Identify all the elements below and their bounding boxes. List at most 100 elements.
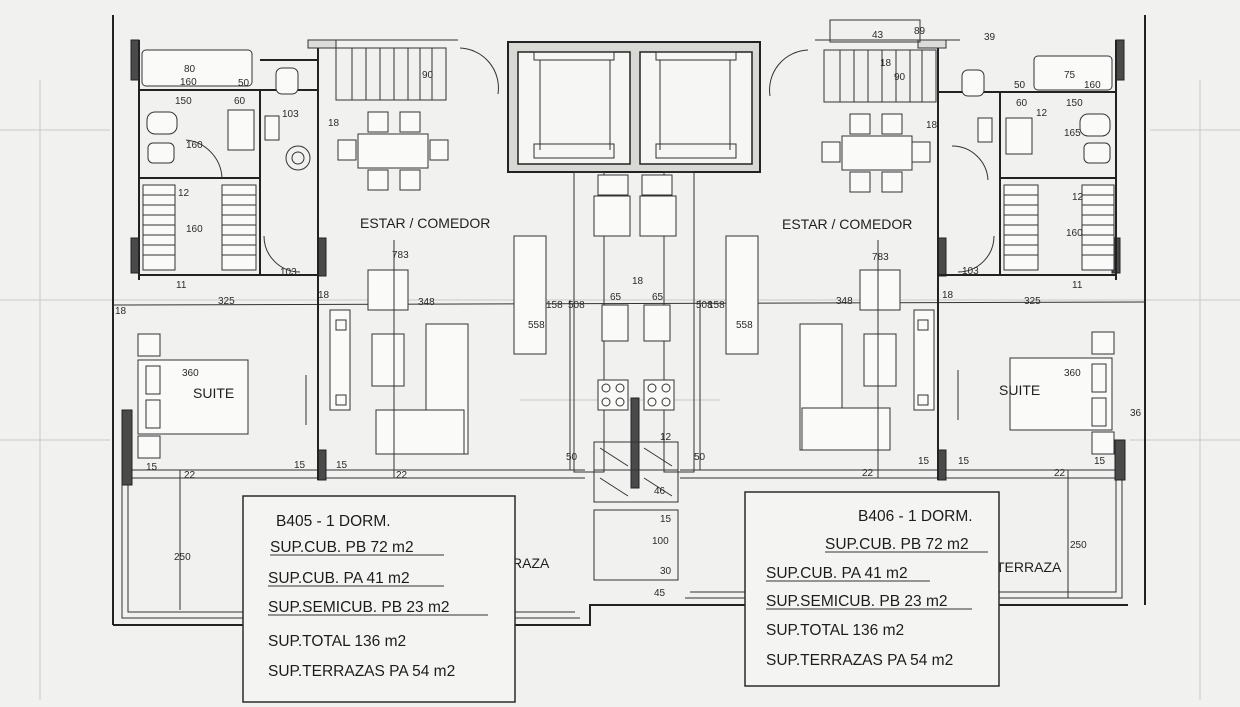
unit-line-b405-2: SUP.CUB. PA 41 m2 [268, 570, 410, 587]
unit-line-b406-1: SUP.CUB. PB 72 m2 [825, 536, 969, 553]
unit-line-b406-2: SUP.CUB. PA 41 m2 [766, 565, 908, 582]
unit-info-box-b406: B406 - 1 DORM. SUP.CUB. PB 72 m2 SUP.CUB… [744, 491, 1000, 687]
left-suite-bed [137, 333, 249, 459]
dim-label: 360 [1064, 368, 1081, 379]
background-ghost-lines [0, 80, 1240, 700]
dim-label: 12 [1072, 192, 1084, 203]
right-living-furniture [799, 269, 959, 451]
dim-label: 11 [176, 280, 187, 291]
center-core [507, 41, 761, 173]
unit-line-b405-1: SUP.CUB. PB 72 m2 [270, 539, 414, 556]
dim-label: 103 [280, 267, 297, 278]
dim-label: 89 [914, 26, 926, 37]
dim-label: 103 [282, 109, 299, 120]
unit-line-b406-4: SUP.TOTAL 136 m2 [766, 622, 904, 639]
dim-label: 12 [660, 432, 672, 443]
dim-label: 325 [1024, 296, 1041, 307]
dim-label: 43 [872, 30, 884, 41]
dim-label: 18 [632, 276, 644, 287]
center-stove-and-counters [513, 171, 759, 581]
unit-line-b406-5: SUP.TERRAZAS PA 54 m2 [766, 652, 953, 669]
dim-label: 15 [1094, 456, 1106, 467]
left-closets [142, 184, 257, 271]
room-label-suite-left: SUITE [193, 385, 234, 401]
dim-label: 160 [186, 140, 203, 151]
dim-label: 160 [1066, 228, 1083, 239]
dim-label: 60 [234, 96, 246, 107]
dim-label: 348 [836, 296, 853, 307]
dim-label: 15 [918, 456, 930, 467]
dim-label: 250 [174, 552, 191, 563]
dim-label: 45 [654, 588, 666, 599]
right-stairs [769, 19, 937, 103]
dim-label: 15 [660, 514, 672, 525]
dim-label: 75 [1064, 70, 1076, 81]
left-living-furniture [305, 269, 469, 455]
unit-line-b405-5: SUP.TERRAZAS PA 54 m2 [268, 663, 455, 680]
unit-info-box-b405: B405 - 1 DORM. SUP.CUB. PB 72 m2 SUP.CUB… [242, 495, 516, 703]
dim-label: 30 [660, 566, 672, 577]
unit-line-b405-4: SUP.TOTAL 136 m2 [268, 633, 406, 650]
dim-label: 50 [1014, 80, 1026, 91]
dim-label: 15 [146, 462, 158, 473]
dim-label: 18 [115, 306, 127, 317]
dim-label: 348 [418, 297, 435, 308]
dim-label: 46 [654, 486, 666, 497]
dim-label: 22 [1054, 468, 1066, 479]
dim-label: 36 [1130, 408, 1142, 419]
dim-label: 65 [652, 292, 664, 303]
dim-label: 160 [180, 77, 197, 88]
room-label-terraza-right: TERRAZA [996, 559, 1062, 575]
dim-label: 22 [396, 470, 408, 481]
dim-label: 508 [696, 300, 713, 311]
right-closets [1003, 184, 1115, 271]
left-unit-walls [121, 39, 458, 486]
dim-label: 160 [186, 224, 203, 235]
dim-label: 50 [238, 78, 250, 89]
dim-label: 100 [652, 536, 669, 547]
dim-label: 165 [1064, 128, 1081, 139]
dim-label: 39 [984, 32, 996, 43]
dim-label: 160 [1084, 80, 1101, 91]
dim-label: 15 [336, 460, 348, 471]
dim-label: 12 [178, 188, 190, 199]
dim-label: 158 [546, 300, 563, 311]
dim-label: 150 [175, 96, 192, 107]
dim-label: 18 [318, 290, 330, 301]
left-bathroom-fixtures [141, 49, 311, 273]
dim-label: 250 [1070, 540, 1087, 551]
unit-title-b406: B406 - 1 DORM. [858, 508, 973, 525]
dim-label: 18 [942, 290, 954, 301]
dim-label: 783 [872, 252, 889, 263]
dimension-labels: 80 160 50 150 60 103 18 160 12 160 11 10… [115, 26, 1142, 599]
dim-label: 18 [880, 58, 892, 69]
dim-label: 80 [184, 64, 196, 75]
dim-label: 15 [958, 456, 970, 467]
right-bathroom-fixtures [951, 55, 1113, 273]
dim-label: 558 [736, 320, 753, 331]
unit-line-b405-3: SUP.SEMICUB. PB 23 m2 [268, 599, 449, 616]
right-suite-bed [1009, 331, 1115, 455]
dim-label: 150 [1066, 98, 1083, 109]
dim-label: 50 [566, 452, 578, 463]
dim-label: 558 [528, 320, 545, 331]
dim-label: 103 [962, 266, 979, 277]
dim-label: 325 [218, 296, 235, 307]
dimension-lines [179, 240, 1069, 610]
dim-label: 22 [862, 468, 874, 479]
dim-label: 18 [926, 120, 938, 131]
left-dining-table [337, 111, 449, 191]
dim-label: 783 [392, 250, 409, 261]
dim-label: 11 [1072, 280, 1083, 291]
dim-label: 90 [422, 70, 434, 81]
room-label-suite-right: SUITE [999, 382, 1040, 398]
dim-label: 18 [328, 118, 340, 129]
unit-line-b406-3: SUP.SEMICUB. PB 23 m2 [766, 593, 947, 610]
right-dining-table [821, 113, 931, 193]
dim-label: 360 [182, 368, 199, 379]
dim-label: 12 [1036, 108, 1048, 119]
dim-label: 508 [568, 300, 585, 311]
unit-title-b405: B405 - 1 DORM. [276, 513, 391, 530]
dim-label: 22 [184, 470, 196, 481]
